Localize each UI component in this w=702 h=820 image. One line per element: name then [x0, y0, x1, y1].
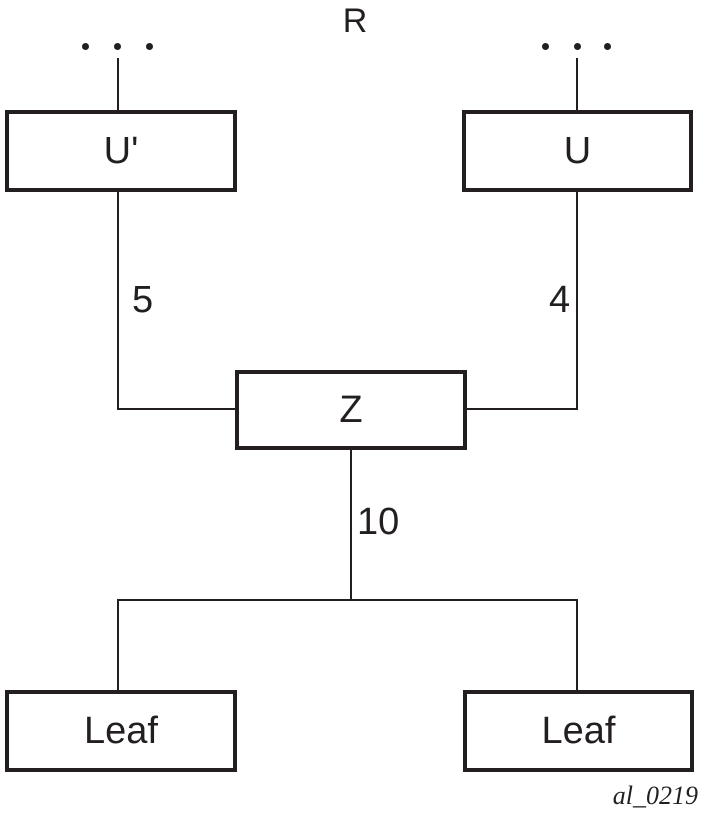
node-leaf-left-label: Leaf [84, 709, 158, 752]
edge-leaves-horizontal [117, 599, 578, 601]
edge-z-down [350, 450, 352, 601]
edge-root-to-u-prime [117, 58, 119, 110]
edge-u-to-z-horizontal [467, 408, 578, 410]
ellipsis-dot-icon [542, 43, 549, 50]
ellipsis-dot-icon [114, 43, 121, 50]
node-u-prime: U' [5, 110, 237, 192]
edge-u-prime-to-z-horizontal [117, 408, 235, 410]
ellipsis-dot-icon [574, 43, 581, 50]
edge-to-leaf-left [117, 599, 119, 690]
ellipsis-dot-icon [146, 43, 153, 50]
node-z-label: Z [339, 388, 363, 431]
ellipsis-dot-icon [604, 43, 611, 50]
edge-weight-u-z: 4 [549, 279, 571, 321]
edge-weight-u-prime-z: 5 [132, 279, 154, 321]
root-node-label: R [342, 2, 368, 40]
edge-to-leaf-right [576, 599, 578, 690]
node-u-prime-label: U' [103, 129, 139, 172]
edge-weight-z-leaves: 10 [357, 501, 400, 543]
node-leaf-right-label: Leaf [541, 709, 616, 752]
node-u: U [462, 110, 693, 192]
edge-u-prime-to-z-vertical [117, 192, 119, 409]
node-u-label: U [563, 129, 592, 172]
figure-caption: al_0219 [612, 781, 698, 810]
node-leaf-right: Leaf [463, 690, 694, 772]
node-z: Z [235, 370, 467, 450]
edge-u-to-z-vertical [576, 192, 578, 409]
edge-root-to-u [576, 58, 578, 110]
ellipsis-dot-icon [82, 43, 89, 50]
node-leaf-left: Leaf [5, 690, 237, 772]
